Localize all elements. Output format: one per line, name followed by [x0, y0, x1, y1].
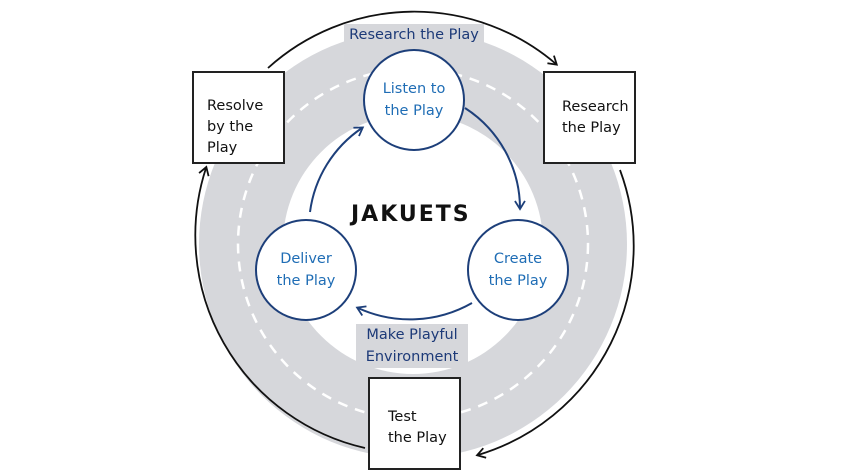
circle-create-label: Create the Play	[468, 248, 568, 292]
label-make-playful: Make Playful Environment	[356, 324, 468, 368]
box-resolve-line2: by the	[207, 119, 254, 135]
outer-arrow-top	[267, 10, 559, 69]
inner-area	[283, 114, 543, 374]
label-make-playful-line1: Make Playful	[366, 327, 458, 343]
circle-listen-line1: Listen to	[382, 81, 446, 97]
box-test: Test the Play	[368, 377, 461, 470]
label-make-playful-line2: Environment	[365, 349, 459, 365]
box-test-line2: the Play	[388, 430, 447, 446]
box-resolve: Resolve by the Play	[192, 71, 285, 164]
circle-listen-label: Listen to the Play	[364, 78, 464, 122]
circle-deliver-line2: the Play	[276, 273, 336, 289]
logo-jakuets: JAKUETS	[351, 202, 471, 227]
circle-listen	[363, 49, 465, 151]
circle-deliver	[255, 219, 357, 321]
inner-arrow-right	[464, 107, 526, 211]
outer-arrow-right	[475, 169, 635, 459]
circle-listen-line2: the Play	[384, 103, 444, 119]
label-research-top: Research the Play	[344, 24, 484, 46]
circle-create-line1: Create	[493, 251, 543, 267]
circle-deliver-label: Deliver the Play	[256, 248, 356, 292]
box-resolve-line1: Resolve	[207, 98, 264, 114]
circle-deliver-line1: Deliver	[280, 251, 332, 267]
box-research-line2: the Play	[562, 120, 621, 136]
circle-create	[467, 219, 569, 321]
box-test-line1: Test	[388, 409, 417, 425]
inner-arrow-left	[309, 126, 365, 213]
inner-arrow-bottom	[355, 302, 473, 321]
box-research-line1: Research	[562, 99, 629, 115]
box-resolve-line3: Play	[207, 140, 238, 156]
outer-arrow-left	[194, 165, 366, 449]
circle-create-line2: the Play	[488, 273, 548, 289]
box-research: Research the Play	[543, 71, 636, 164]
